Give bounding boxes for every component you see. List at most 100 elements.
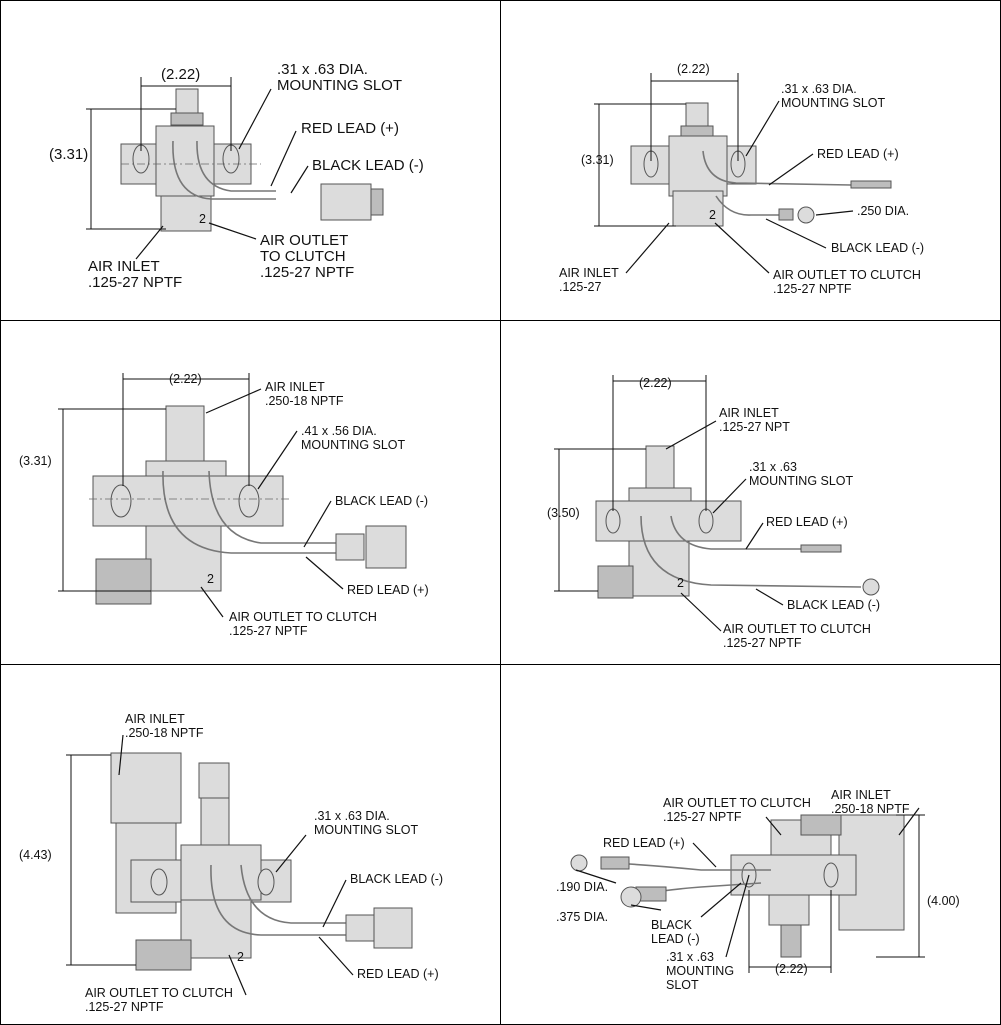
red-lead-label: RED LEAD (+) bbox=[766, 515, 848, 529]
width-dim: (2.22) bbox=[677, 62, 710, 76]
valve-body bbox=[155, 125, 215, 197]
red-lead-label: RED LEAD (+) bbox=[603, 836, 685, 850]
ring-terminal bbox=[862, 578, 880, 596]
inlet-label: AIR INLET bbox=[719, 406, 779, 420]
red-wire bbox=[670, 515, 801, 550]
inlet-label: AIR INLET bbox=[88, 258, 160, 275]
inlet-leader bbox=[625, 222, 670, 274]
outlet-label-2: .125-27 NPTF bbox=[723, 636, 802, 650]
red-lead-label: RED LEAD (+) bbox=[357, 967, 439, 981]
connector-end bbox=[370, 188, 384, 216]
connector bbox=[320, 183, 372, 221]
black-leader bbox=[303, 500, 332, 548]
height-dim: (4.43) bbox=[19, 848, 52, 862]
black-lead-label: BLACK LEAD (-) bbox=[335, 494, 428, 508]
port-label: 2 bbox=[237, 950, 244, 964]
black-wire bbox=[640, 515, 862, 588]
inlet-fitting bbox=[645, 445, 675, 489]
red-wire bbox=[702, 150, 852, 186]
red-leader bbox=[768, 153, 814, 186]
outlet-label-2: .125-27 NPTF bbox=[85, 1000, 164, 1014]
slot-label-2: MOUNTING SLOT bbox=[781, 96, 886, 110]
slot-right bbox=[238, 484, 260, 518]
black-wire bbox=[172, 140, 276, 200]
slot-leader bbox=[275, 834, 307, 873]
port-label: 2 bbox=[207, 572, 214, 586]
panel-bottom-right: AIR OUTLET TO CLUTCH .125-27 NPTF AIR IN… bbox=[500, 664, 1001, 1025]
outlet-label: AIR OUTLET TO CLUTCH bbox=[723, 622, 871, 636]
inlet-label-2: .250-18 NPTF bbox=[265, 394, 344, 408]
black-wire bbox=[210, 864, 346, 936]
valve-base bbox=[672, 190, 724, 227]
slot-label-3: SLOT bbox=[666, 978, 699, 992]
width-dim: (2.22) bbox=[161, 66, 200, 83]
height-dim: (3.31) bbox=[581, 153, 614, 167]
black-wire bbox=[162, 470, 336, 554]
red-wire bbox=[240, 864, 346, 924]
fitting bbox=[135, 939, 192, 971]
slot-leader bbox=[745, 100, 780, 157]
slot-leader bbox=[712, 478, 747, 514]
red-wire bbox=[196, 140, 276, 192]
valve-nut bbox=[170, 112, 204, 126]
slot-leader bbox=[725, 874, 750, 958]
inlet-leader bbox=[135, 225, 164, 260]
black-terminal bbox=[778, 208, 794, 221]
outlet-label-2: .125-27 NPTF bbox=[229, 624, 308, 638]
valve-body bbox=[180, 844, 262, 901]
valve-drawing-3: 2 (2.22) (3.31) AIR INLET .250-18 NPTF .… bbox=[19, 372, 429, 638]
red-lead-label: RED LEAD (+) bbox=[301, 120, 399, 137]
dia2-label: .375 DIA. bbox=[556, 910, 608, 924]
black-lead-label-2: LEAD (-) bbox=[651, 932, 700, 946]
connector-plug bbox=[335, 533, 365, 561]
valve-base bbox=[160, 195, 212, 232]
outlet-leader bbox=[200, 586, 224, 618]
inlet-label-2: .125-27 NPTF bbox=[88, 274, 182, 291]
black-leader bbox=[322, 879, 347, 928]
port-label: 2 bbox=[677, 576, 684, 590]
outlet-label-2: .125-27 NPTF bbox=[663, 810, 742, 824]
fitting bbox=[597, 565, 634, 599]
height-dim: (3.31) bbox=[49, 146, 88, 163]
dia2-leader bbox=[630, 904, 662, 911]
panel-bottom-left: 2 (4.43) AIR INLET .250-18 NPTF .31 x .6… bbox=[0, 664, 501, 1025]
panel-middle-left: 2 (2.22) (3.31) AIR INLET .250-18 NPTF .… bbox=[0, 320, 501, 665]
slot-left bbox=[605, 508, 621, 534]
outlet-leader bbox=[765, 816, 782, 836]
slot-left bbox=[110, 484, 132, 518]
black-lead-label: BLACK LEAD (-) bbox=[312, 157, 424, 174]
inlet-label-2: .125-27 NPT bbox=[719, 420, 790, 434]
connector-housing bbox=[373, 907, 413, 949]
width-dim: (2.22) bbox=[639, 376, 672, 390]
slot-label-2: MOUNTING SLOT bbox=[314, 823, 419, 837]
valve-base bbox=[180, 899, 252, 959]
inlet-label: AIR INLET bbox=[831, 788, 891, 802]
outlet-leader bbox=[208, 222, 257, 240]
inlet-body bbox=[110, 752, 182, 824]
red-lead-label: RED LEAD (+) bbox=[347, 583, 429, 597]
inlet-leader bbox=[898, 807, 920, 836]
slot-label: .31 x .63 bbox=[666, 950, 714, 964]
panel-middle-right: 2 (2.22) (3.50) AIR INLET .125-27 NPT .3… bbox=[500, 320, 1001, 665]
red-sleeve bbox=[600, 856, 630, 870]
dia1-label: .190 DIA. bbox=[556, 880, 608, 894]
inlet-label: AIR INLET bbox=[559, 266, 619, 280]
connector-plug bbox=[345, 914, 375, 942]
black-lead-label: BLACK LEAD (-) bbox=[787, 598, 880, 612]
valve-body bbox=[628, 540, 690, 597]
slot-label: .31 x .63 DIA. bbox=[314, 809, 390, 823]
outlet-label: AIR OUTLET bbox=[260, 232, 348, 249]
valve-drawing-4: 2 (2.22) (3.50) AIR INLET .125-27 NPT .3… bbox=[547, 375, 880, 650]
black-leader bbox=[290, 165, 309, 194]
black-leader bbox=[755, 588, 784, 606]
port-label: 2 bbox=[199, 212, 206, 226]
inlet-leader bbox=[665, 420, 717, 450]
slot-leader bbox=[238, 88, 272, 150]
black-leader bbox=[765, 218, 827, 249]
inlet-label-2: .250-18 NPTF bbox=[125, 726, 204, 740]
valve-drawing-5: 2 (4.43) AIR INLET .250-18 NPTF .31 x .6… bbox=[19, 712, 443, 1014]
valve-body bbox=[668, 135, 728, 197]
base-fitting bbox=[780, 924, 802, 958]
black-wire bbox=[715, 195, 791, 216]
